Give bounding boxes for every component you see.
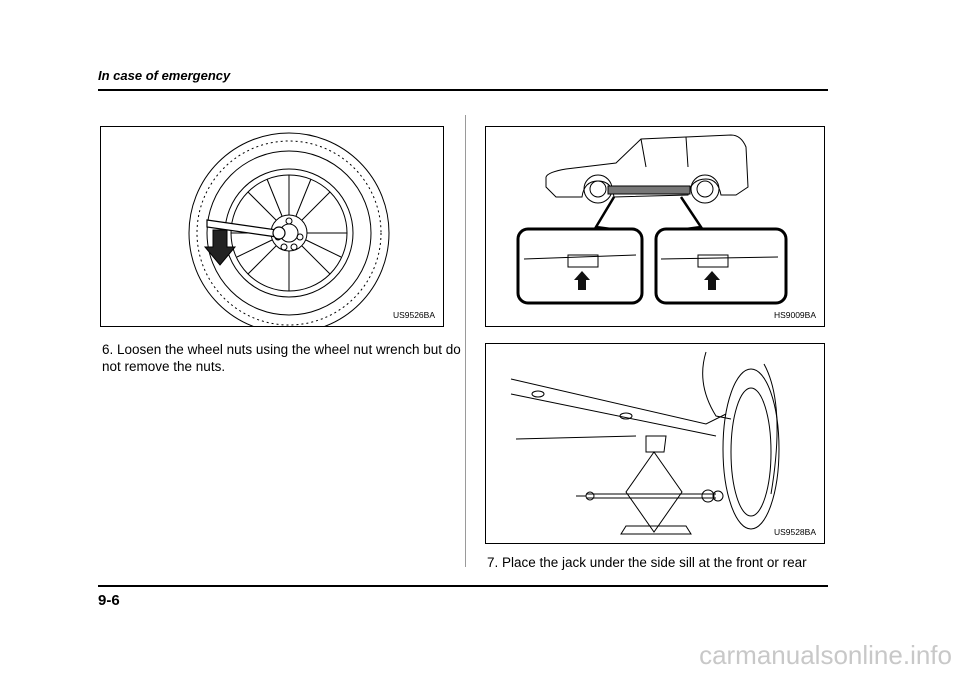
wheel-wrench-illustration <box>188 132 390 326</box>
figure-code-car: HS9009BA <box>773 310 816 320</box>
footer-rule <box>98 585 828 587</box>
wheel-nut-figure: US9526BA <box>100 126 444 327</box>
figure-code-jack: US9528BA <box>773 527 816 537</box>
jack-point-figure: HS9009BA <box>485 126 825 327</box>
step-6-text: 6. Loosen the wheel nuts using the wheel… <box>102 342 461 374</box>
page-number: 9-6 <box>98 592 120 609</box>
jack-illustration <box>510 351 780 535</box>
header-rule <box>98 89 828 91</box>
column-divider <box>465 115 466 567</box>
car-side-illustration <box>516 134 788 305</box>
jack-placement-figure: US9528BA <box>485 343 825 544</box>
section-title: In case of emergency <box>98 68 231 83</box>
step-7-text: 7. Place the jack under the side sill at… <box>487 555 807 570</box>
figure-code-wheel: US9526BA <box>392 310 435 320</box>
watermark: carmanualsonline.info <box>699 640 952 670</box>
